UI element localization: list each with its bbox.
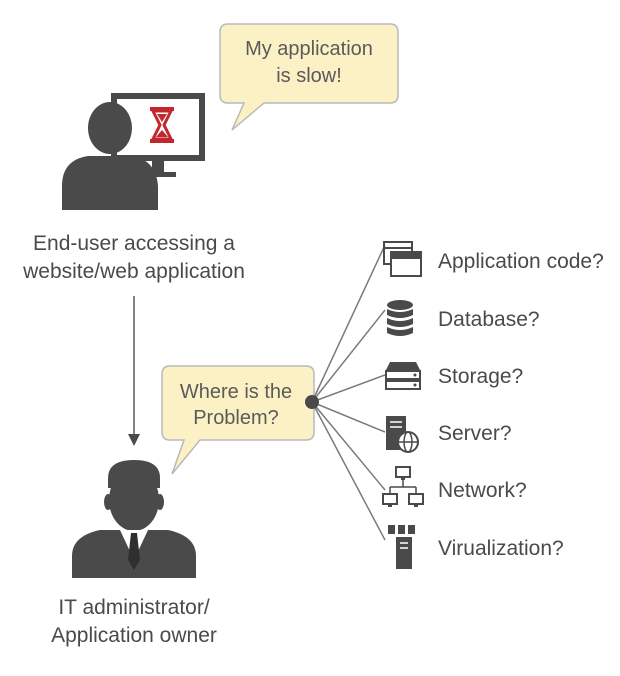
connector-storage [311, 374, 386, 403]
admin-caption-line-2: Application owner [51, 624, 217, 647]
connector-application [311, 244, 386, 403]
storage-icon [385, 362, 421, 390]
admin-caption-line-1: IT administrator/ [58, 596, 209, 619]
virtualization-icon [388, 525, 415, 569]
admin-person-icon [72, 460, 196, 578]
end-user-caption-line-1: End-user accessing a [33, 232, 235, 255]
category-label-server: Server? [438, 422, 512, 445]
database-icon [387, 300, 413, 336]
network-icon [382, 466, 424, 507]
end-user-caption-line-2: website/web application [22, 260, 245, 283]
connector-lines [311, 244, 386, 541]
category-label-storage: Storage? [438, 365, 523, 388]
connector-virtualization [311, 401, 386, 541]
end-user-speech-line-1: My application [245, 38, 373, 60]
admin-speech-line-2: Problem? [193, 407, 279, 429]
connector-network [311, 401, 386, 491]
category-label-network: Network? [438, 479, 527, 502]
category-label-database: Database? [438, 308, 540, 331]
monitor-icon [111, 93, 205, 177]
admin-speech-bubble: Where is the Problem? [161, 365, 315, 475]
hourglass-icon [150, 107, 174, 143]
category-label-application-code: Application code? [438, 250, 604, 273]
server-icon [386, 416, 419, 453]
admin-speech-line-1: Where is the [180, 381, 292, 403]
connector-server [311, 401, 386, 433]
end-user-person-icon [62, 102, 158, 210]
end-user-speech-bubble: My application is slow! [219, 23, 399, 131]
connector-database [311, 309, 386, 403]
end-user-speech-line-2: is slow! [276, 65, 342, 87]
application-windows-icon [383, 241, 422, 277]
category-label-virtualization: Virualization? [438, 537, 564, 560]
connector-hub [305, 395, 319, 409]
down-arrow [128, 296, 140, 446]
